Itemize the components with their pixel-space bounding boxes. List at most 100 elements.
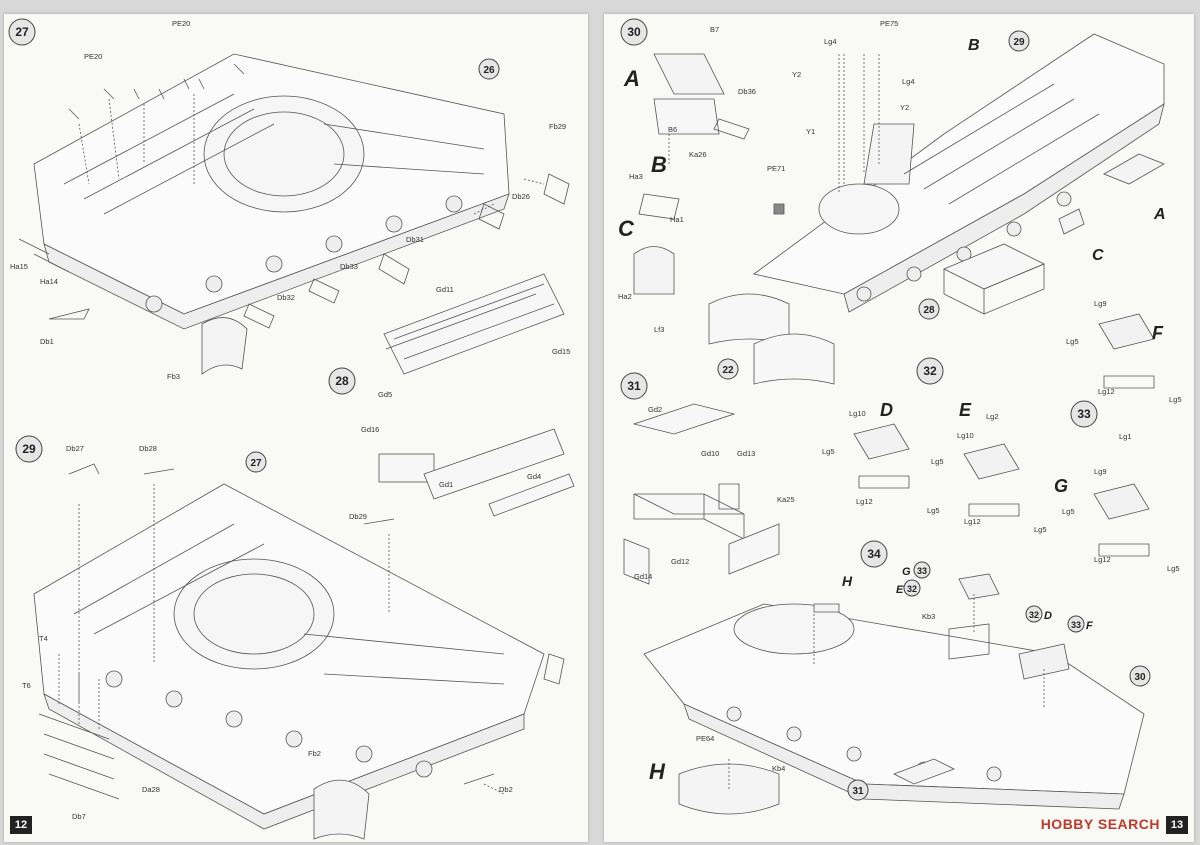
svg-text:Db36: Db36 xyxy=(738,87,756,96)
svg-text:D: D xyxy=(880,400,893,420)
page-number-left: 12 xyxy=(10,816,32,834)
svg-text:Fb2: Fb2 xyxy=(308,749,321,758)
svg-text:T4: T4 xyxy=(39,634,48,643)
svg-text:Lg5: Lg5 xyxy=(1169,395,1182,404)
svg-text:Lg12: Lg12 xyxy=(1098,387,1115,396)
step-30: 30 xyxy=(620,18,648,46)
svg-text:Lg9: Lg9 xyxy=(1094,299,1107,308)
svg-text:Gd2: Gd2 xyxy=(648,405,662,414)
step-27: 27 xyxy=(8,18,36,46)
svg-text:F: F xyxy=(1086,620,1093,632)
svg-text:H: H xyxy=(649,759,666,784)
svg-text:PE20: PE20 xyxy=(84,52,102,61)
grouser-D xyxy=(853,423,910,460)
svg-text:Gd11: Gd11 xyxy=(436,285,454,294)
svg-text:Gd10: Gd10 xyxy=(701,449,719,458)
svg-text:28: 28 xyxy=(923,305,935,316)
svg-text:Db29: Db29 xyxy=(349,512,367,521)
svg-text:Db1: Db1 xyxy=(40,337,54,346)
step-26: 26 xyxy=(478,58,500,80)
grouser-G xyxy=(1093,483,1150,520)
svg-text:B: B xyxy=(968,37,980,54)
svg-text:Lf3: Lf3 xyxy=(654,325,664,334)
sub-assembly-letters: A B C B A C F D E G H G E D F H xyxy=(618,37,1166,784)
svg-text:Y2: Y2 xyxy=(792,70,801,79)
svg-text:Fb29: Fb29 xyxy=(549,122,566,131)
svg-text:Db32: Db32 xyxy=(277,293,295,302)
svg-text:Lg12: Lg12 xyxy=(964,517,981,526)
svg-text:29: 29 xyxy=(1013,37,1025,48)
svg-text:Gd5: Gd5 xyxy=(378,390,392,399)
svg-text:Gd13: Gd13 xyxy=(737,449,755,458)
svg-text:E: E xyxy=(959,400,972,420)
part-labels: B7 Db36 B6 Ha3 Ka26 Ha1 Ha2 Lf3 PE75 Lg4… xyxy=(618,19,1182,773)
svg-text:30: 30 xyxy=(1134,672,1146,683)
svg-text:Db7: Db7 xyxy=(72,812,86,821)
svg-text:33: 33 xyxy=(1071,620,1081,630)
svg-text:32: 32 xyxy=(1029,610,1039,620)
svg-text:C: C xyxy=(618,216,635,241)
svg-text:Ha3: Ha3 xyxy=(629,172,643,181)
step-27-ref: 27 xyxy=(245,451,267,473)
step-28: 28 xyxy=(328,367,356,395)
svg-text:Gd1: Gd1 xyxy=(439,480,453,489)
svg-text:Lg5: Lg5 xyxy=(1034,525,1047,534)
svg-text:22: 22 xyxy=(722,365,734,376)
grouser-E xyxy=(963,443,1020,480)
svg-text:H: H xyxy=(842,573,853,589)
svg-text:T6: T6 xyxy=(22,681,31,690)
svg-text:Lg5: Lg5 xyxy=(927,506,940,515)
step-32-ref-E: 32 xyxy=(903,579,921,597)
svg-text:Db2: Db2 xyxy=(499,785,513,794)
svg-text:29: 29 xyxy=(22,442,36,456)
step-32: 32 xyxy=(916,357,944,385)
svg-text:Lg2: Lg2 xyxy=(986,412,999,421)
svg-text:A: A xyxy=(1153,206,1166,223)
svg-text:Y2: Y2 xyxy=(900,103,909,112)
svg-text:Lg5: Lg5 xyxy=(1167,564,1180,573)
svg-text:Fb3: Fb3 xyxy=(167,372,180,381)
svg-text:Kb3: Kb3 xyxy=(922,612,935,621)
svg-text:Lg10: Lg10 xyxy=(957,431,974,440)
step-29: 29 xyxy=(15,435,43,463)
svg-text:Lg4: Lg4 xyxy=(902,77,915,86)
svg-text:33: 33 xyxy=(917,566,927,576)
svg-text:PE71: PE71 xyxy=(767,164,785,173)
step-22-ref: 22 xyxy=(717,358,739,380)
svg-text:32: 32 xyxy=(923,364,937,378)
svg-text:Gd4: Gd4 xyxy=(527,472,541,481)
svg-text:Kb4: Kb4 xyxy=(772,764,785,773)
svg-text:Gd14: Gd14 xyxy=(634,572,652,581)
svg-text:33: 33 xyxy=(1077,407,1091,421)
svg-text:Gd16: Gd16 xyxy=(361,425,379,434)
svg-text:Lg5: Lg5 xyxy=(1066,337,1079,346)
watermark: HOBBY SEARCH xyxy=(1041,816,1160,832)
svg-text:F: F xyxy=(1152,323,1164,343)
svg-text:Lg1: Lg1 xyxy=(1119,432,1132,441)
svg-text:30: 30 xyxy=(627,25,641,39)
svg-text:Ha15: Ha15 xyxy=(10,262,28,271)
part-labels: PE20 PE20 Fb29 Db26 Db31 Db33 Db32 Ha15 … xyxy=(10,19,570,821)
step-31: 31 xyxy=(620,372,648,400)
svg-text:Ka25: Ka25 xyxy=(777,495,795,504)
svg-text:Db33: Db33 xyxy=(340,262,358,271)
svg-text:27: 27 xyxy=(15,25,29,39)
svg-text:PE64: PE64 xyxy=(696,734,714,743)
svg-text:26: 26 xyxy=(483,65,495,76)
svg-text:Y1: Y1 xyxy=(806,127,815,136)
svg-text:28: 28 xyxy=(335,374,349,388)
svg-text:G: G xyxy=(1054,476,1068,496)
svg-text:E: E xyxy=(896,584,904,596)
svg-text:31: 31 xyxy=(852,786,864,797)
svg-text:Gd15: Gd15 xyxy=(552,347,570,356)
page-number-right: 13 xyxy=(1166,816,1188,834)
svg-text:Da28: Da28 xyxy=(142,785,160,794)
svg-text:Db27: Db27 xyxy=(66,444,84,453)
left-page-drawing: 27 26 28 29 27 PE20 PE20 Fb29 Db26 Db31 … xyxy=(8,18,575,840)
svg-text:Lg12: Lg12 xyxy=(856,497,873,506)
step-33: 33 xyxy=(1070,400,1098,428)
step-30-ref: 30 xyxy=(1129,665,1151,687)
svg-text:Lg4: Lg4 xyxy=(824,37,837,46)
svg-text:Lg5: Lg5 xyxy=(822,447,835,456)
svg-text:B7: B7 xyxy=(710,25,719,34)
